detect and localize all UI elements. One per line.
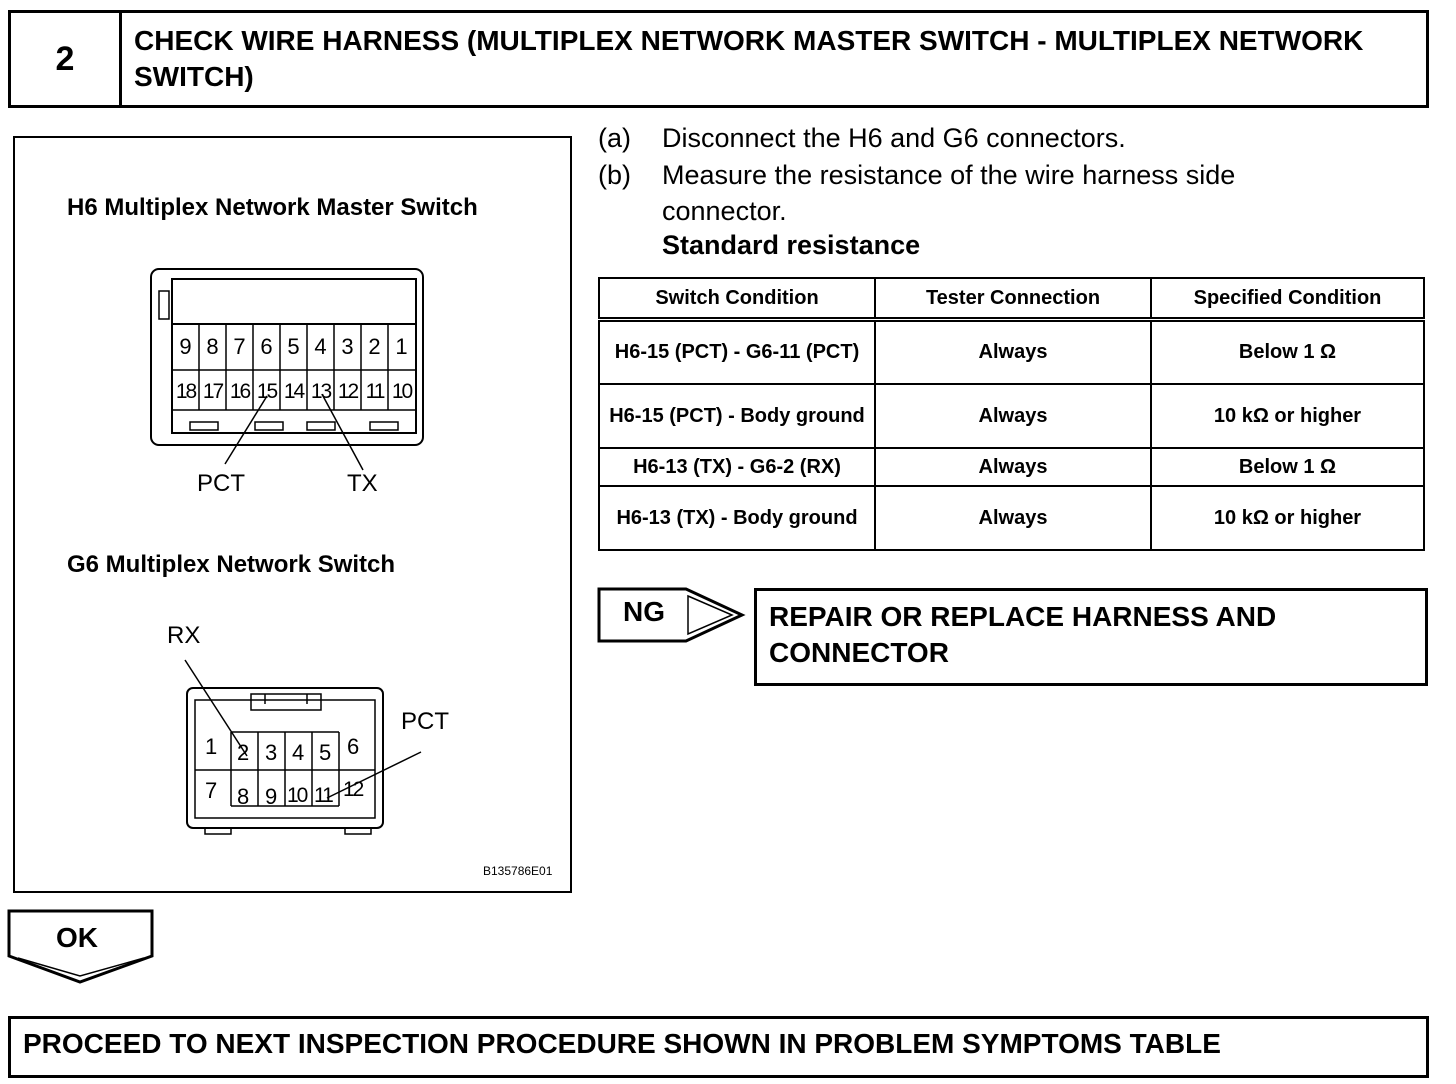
figure-code: B135786E01 <box>483 864 553 878</box>
table-cell: Always <box>874 318 1152 385</box>
h6-pin: 8 <box>206 334 219 359</box>
g6-pin: 2 <box>237 740 250 765</box>
h6-pin: 13 <box>310 380 332 403</box>
final-instruction-text: PROCEED TO NEXT INSPECTION PROCEDURE SHO… <box>23 1028 1221 1059</box>
g6-pin: 10 <box>287 784 308 807</box>
table-row: H6-13 (TX) - G6-2 (RX) Always Below 1 Ω <box>598 446 1425 487</box>
table-row: H6-15 (PCT) - G6-11 (PCT) Always Below 1… <box>598 318 1425 385</box>
g6-pin: 11 <box>314 784 334 807</box>
table-header: Specified Condition <box>1150 277 1425 321</box>
standard-resistance-label: Standard resistance <box>662 230 921 260</box>
table-cell: 10 kΩ or higher <box>1150 382 1425 449</box>
instruction-b-text-2: connector. <box>662 196 787 226</box>
h6-heading: H6 Multiplex Network Master Switch <box>67 194 478 221</box>
ng-label: NG <box>623 596 665 627</box>
h6-pin: 6 <box>260 334 273 359</box>
table-cell: H6-15 (PCT) - G6-11 (PCT) <box>598 318 876 385</box>
table-cell: Always <box>874 382 1152 449</box>
instruction-b-label: (b) <box>598 160 631 190</box>
connector-drawing <box>150 268 424 835</box>
h6-pin: 16 <box>229 380 251 403</box>
final-instruction-box: PROCEED TO NEXT INSPECTION PROCEDURE SHO… <box>8 1016 1429 1078</box>
h6-tx-label: TX <box>347 470 378 497</box>
h6-pin: 9 <box>179 334 192 359</box>
connector-figure: H6 Multiplex Network Master Switch <box>13 136 572 893</box>
g6-pin: 7 <box>205 778 218 803</box>
table-cell: H6-13 (TX) - Body ground <box>598 484 876 551</box>
table-cell: Always <box>874 446 1152 487</box>
table-cell: 10 kΩ or higher <box>1150 484 1425 551</box>
g6-pin: 5 <box>319 740 332 765</box>
h6-pin: 17 <box>202 380 224 403</box>
h6-pin: 14 <box>283 380 305 403</box>
ng-arrow-icon <box>597 587 746 643</box>
h6-pin: 7 <box>233 334 246 359</box>
g6-pin: 1 <box>205 734 218 759</box>
h6-pin: 1 <box>395 334 408 359</box>
instruction-a-label: (a) <box>598 123 631 153</box>
ng-result-box: REPAIR OR REPLACE HARNESS AND CONNECTOR <box>754 588 1428 686</box>
h6-pin: 3 <box>341 334 354 359</box>
table-header-row: Switch Condition Tester Connection Speci… <box>598 277 1425 321</box>
instruction-b-text-1: Measure the resistance of the wire harne… <box>662 160 1236 190</box>
table-cell: H6-13 (TX) - G6-2 (RX) <box>598 446 876 487</box>
h6-pin: 5 <box>287 334 300 359</box>
g6-pin: 3 <box>265 740 278 765</box>
table-row: H6-13 (TX) - Body ground Always 10 kΩ or… <box>598 484 1425 551</box>
h6-pin: 12 <box>337 380 359 403</box>
table-row: H6-15 (PCT) - Body ground Always 10 kΩ o… <box>598 382 1425 449</box>
step-title: CHECK WIRE HARNESS (MULTIPLEX NETWORK MA… <box>134 25 1364 92</box>
step-header: 2 CHECK WIRE HARNESS (MULTIPLEX NETWORK … <box>8 10 1429 108</box>
resistance-table: Switch Condition Tester Connection Speci… <box>598 277 1425 551</box>
step-number: 2 <box>11 13 122 105</box>
g6-pct-label: PCT <box>401 708 449 735</box>
ok-arrow-icon <box>7 909 154 984</box>
table-header: Switch Condition <box>598 277 876 321</box>
h6-pct-label: PCT <box>197 470 245 497</box>
h6-pin: 2 <box>368 334 381 359</box>
ok-label: OK <box>56 922 98 953</box>
instruction-a-text: Disconnect the H6 and G6 connectors. <box>662 123 1126 153</box>
h6-pin: 18 <box>175 380 197 403</box>
table-header: Tester Connection <box>874 277 1152 321</box>
table-cell: Always <box>874 484 1152 551</box>
table-cell: Below 1 Ω <box>1150 318 1425 385</box>
g6-pin: 6 <box>347 734 360 759</box>
h6-pin: 15 <box>256 380 278 403</box>
h6-bottom-pin-row: 18 17 16 15 14 13 12 11 10 <box>172 380 416 404</box>
g6-pin: 9 <box>265 784 278 809</box>
g6-pin: 4 <box>292 740 305 765</box>
h6-pin: 11 <box>365 380 386 403</box>
table-cell: Below 1 Ω <box>1150 446 1425 487</box>
g6-heading: G6 Multiplex Network Switch <box>67 551 396 578</box>
h6-pin: 4 <box>314 334 327 359</box>
table-cell: H6-15 (PCT) - Body ground <box>598 382 876 449</box>
g6-rx-label: RX <box>167 622 201 649</box>
g6-pin: 8 <box>237 784 250 809</box>
h6-pin: 10 <box>391 380 413 403</box>
h6-top-pin-row: 9 8 7 6 5 4 3 2 1 <box>172 334 416 360</box>
ng-result-text: REPAIR OR REPLACE HARNESS AND CONNECTOR <box>769 601 1277 668</box>
g6-pin: 12 <box>343 778 364 801</box>
